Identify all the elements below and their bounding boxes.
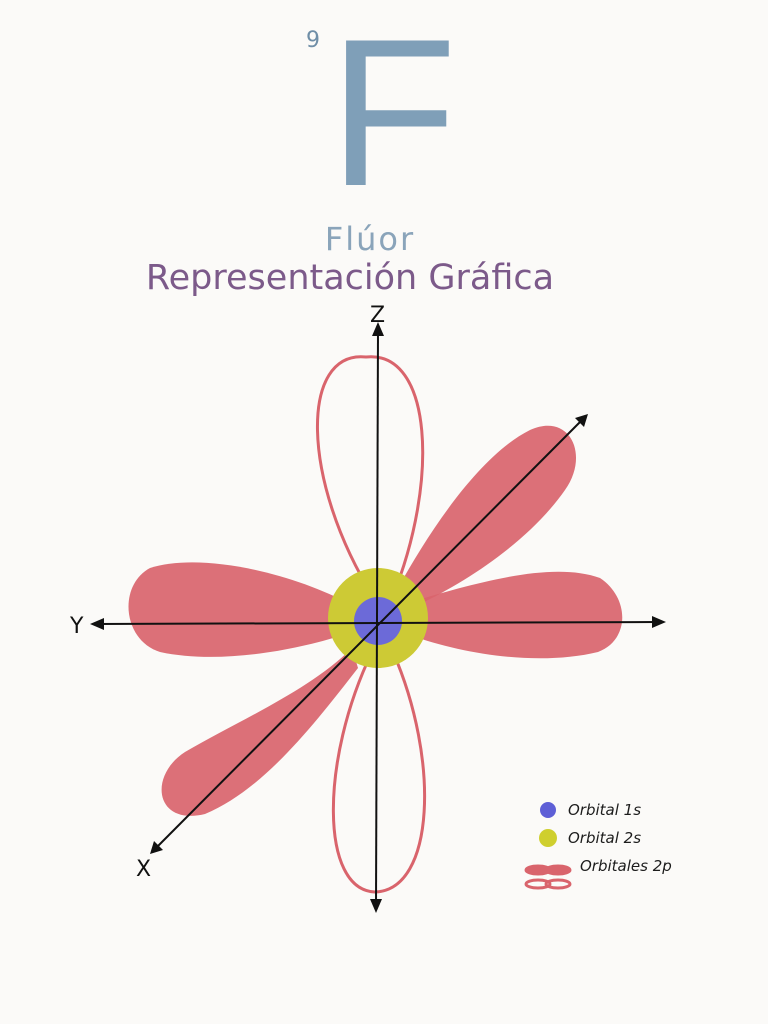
- axes: [90, 322, 666, 913]
- z-axis-label: Z: [370, 303, 385, 328]
- legend: Orbital 1s Orbital 2s Orbitales 2p: [528, 796, 672, 880]
- s-orbitals: [328, 568, 428, 668]
- x-axis-arrow-upper: [575, 414, 588, 427]
- orbital-1s-swatch: [540, 802, 556, 818]
- y-axis-label: Y: [69, 614, 84, 639]
- diagram-title: Representación Gráfica: [145, 258, 555, 298]
- x-axis: [155, 419, 583, 849]
- axis-labels: Z Y X: [69, 303, 385, 882]
- px-lobe-lower-left: [161, 648, 358, 816]
- pz-lobe-top: [315, 355, 425, 600]
- legend-label-2s: Orbital 2s: [568, 829, 642, 847]
- pz-lobe-bottom: [331, 650, 427, 894]
- z-axis: [375, 329, 379, 906]
- legend-item-2s: Orbital 2s: [528, 824, 672, 852]
- legend-label-2p: Orbitales 2p: [580, 857, 672, 875]
- legend-item-2p: Orbitales 2p: [528, 852, 672, 880]
- z-axis-arrow-top: [372, 322, 384, 336]
- element-symbol: F: [328, 0, 458, 230]
- legend-2p-swatch: [524, 864, 572, 890]
- x-axis-arrow-lower: [150, 841, 163, 854]
- py-lobe-left: [128, 562, 352, 657]
- orbital-2s-swatch: [539, 829, 557, 847]
- y-axis-arrow-right: [652, 616, 666, 628]
- orbital-1s: [354, 597, 402, 645]
- x-axis-label: X: [136, 857, 151, 882]
- legend-item-1s: Orbital 1s: [528, 796, 672, 824]
- element-name: Flúor: [324, 220, 416, 258]
- y-axis-arrow-left: [90, 618, 104, 630]
- legend-label-1s: Orbital 1s: [568, 801, 642, 819]
- py-lobe-right: [410, 571, 623, 659]
- y-axis: [95, 621, 661, 625]
- atomic-number: 9: [306, 28, 320, 53]
- z-axis-arrow-bottom: [370, 899, 382, 913]
